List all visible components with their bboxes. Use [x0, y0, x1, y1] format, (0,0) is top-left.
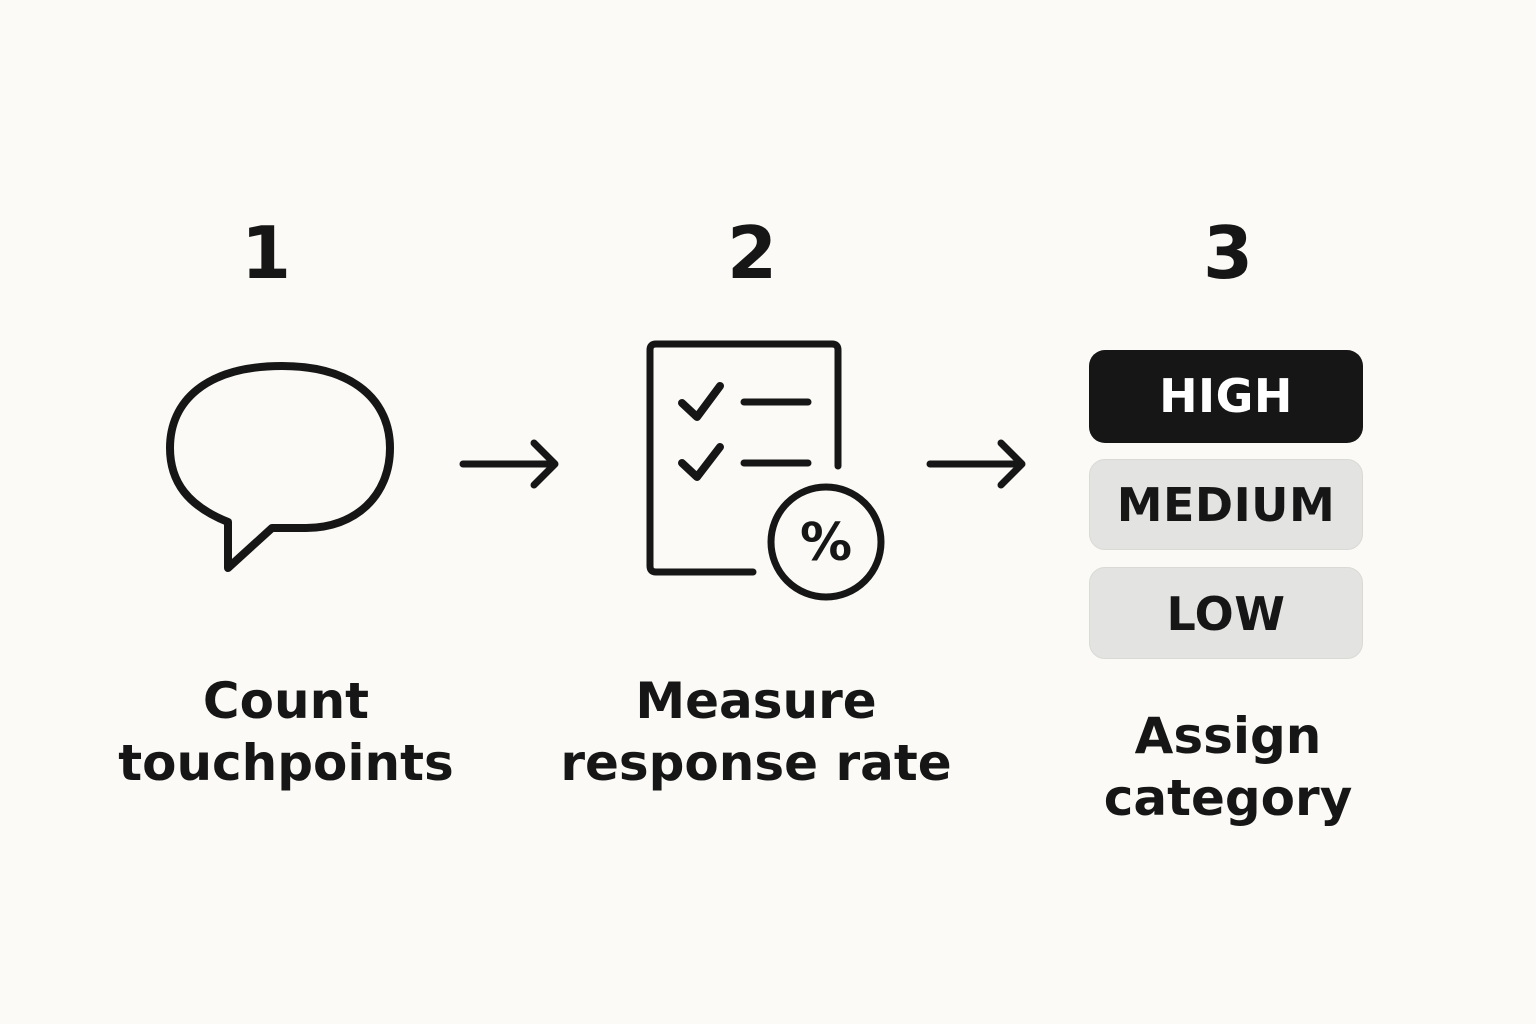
- step-1-number: 1: [240, 211, 292, 295]
- arrow-right-icon: [459, 439, 559, 489]
- percent-symbol: %: [800, 513, 852, 573]
- step-3-label: Assign category: [1018, 705, 1438, 829]
- step-3-label-line-2: category: [1103, 769, 1353, 827]
- category-medium-pill: MEDIUM: [1089, 459, 1363, 550]
- step-2-label-line-2: response rate: [560, 734, 952, 792]
- step-1-label: Count touchpoints: [76, 670, 496, 794]
- category-low-pill: LOW: [1089, 567, 1363, 659]
- step-2-label: Measure response rate: [546, 670, 966, 794]
- step-2-label-line-1: Measure: [635, 672, 877, 730]
- step-1-label-line-2: touchpoints: [118, 734, 454, 792]
- step-3-label-line-1: Assign: [1134, 707, 1322, 765]
- step-1-label-line-1: Count: [202, 672, 370, 730]
- arrow-right-icon: [926, 439, 1026, 489]
- step-3-number: 3: [1202, 211, 1254, 295]
- speech-bubble-icon: [166, 362, 394, 572]
- category-high-pill: HIGH: [1089, 350, 1363, 443]
- checklist-percent-icon: %: [646, 340, 885, 601]
- step-2-number: 2: [726, 211, 778, 295]
